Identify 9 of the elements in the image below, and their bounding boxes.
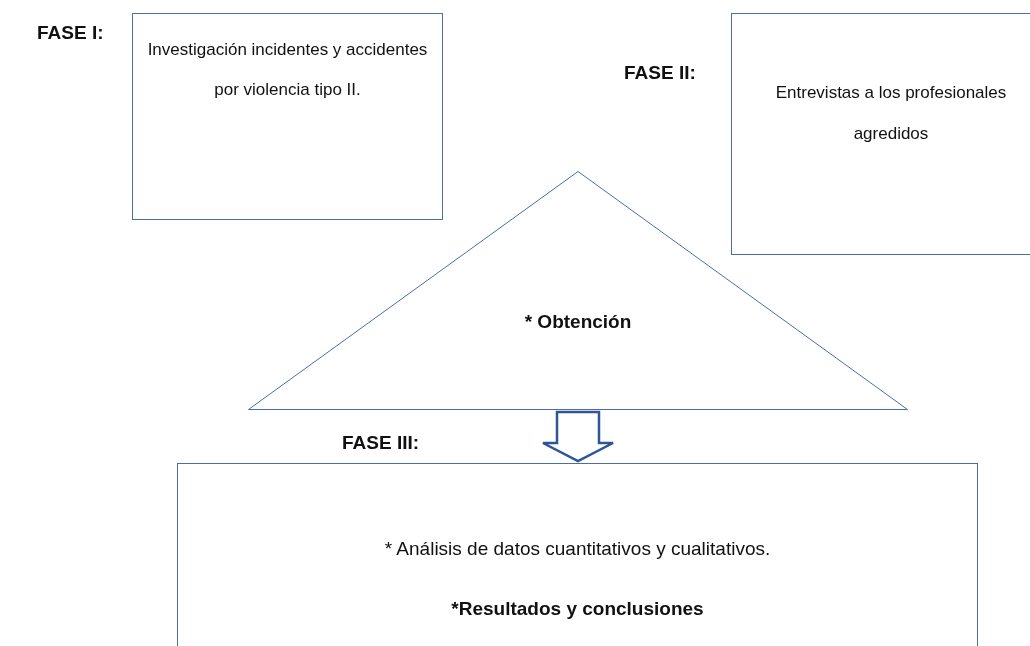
box-text: Investigación incidentes y accidentes por violencia tipo II. [147,39,428,101]
box-text: Entrevistas a los profesionales agredidos [774,82,1008,145]
phase-heading: FASE II: [624,62,696,84]
triangle-label: * Obtención [523,311,633,333]
block-arrow [541,410,615,463]
box-text: *Resultados y conclusiones [451,597,704,621]
phase-heading: FASE I: [37,22,104,44]
box-text: * Análisis de datos cuantitativos y cualitativos. [384,537,771,561]
phase-heading: FASE III: [342,432,420,454]
